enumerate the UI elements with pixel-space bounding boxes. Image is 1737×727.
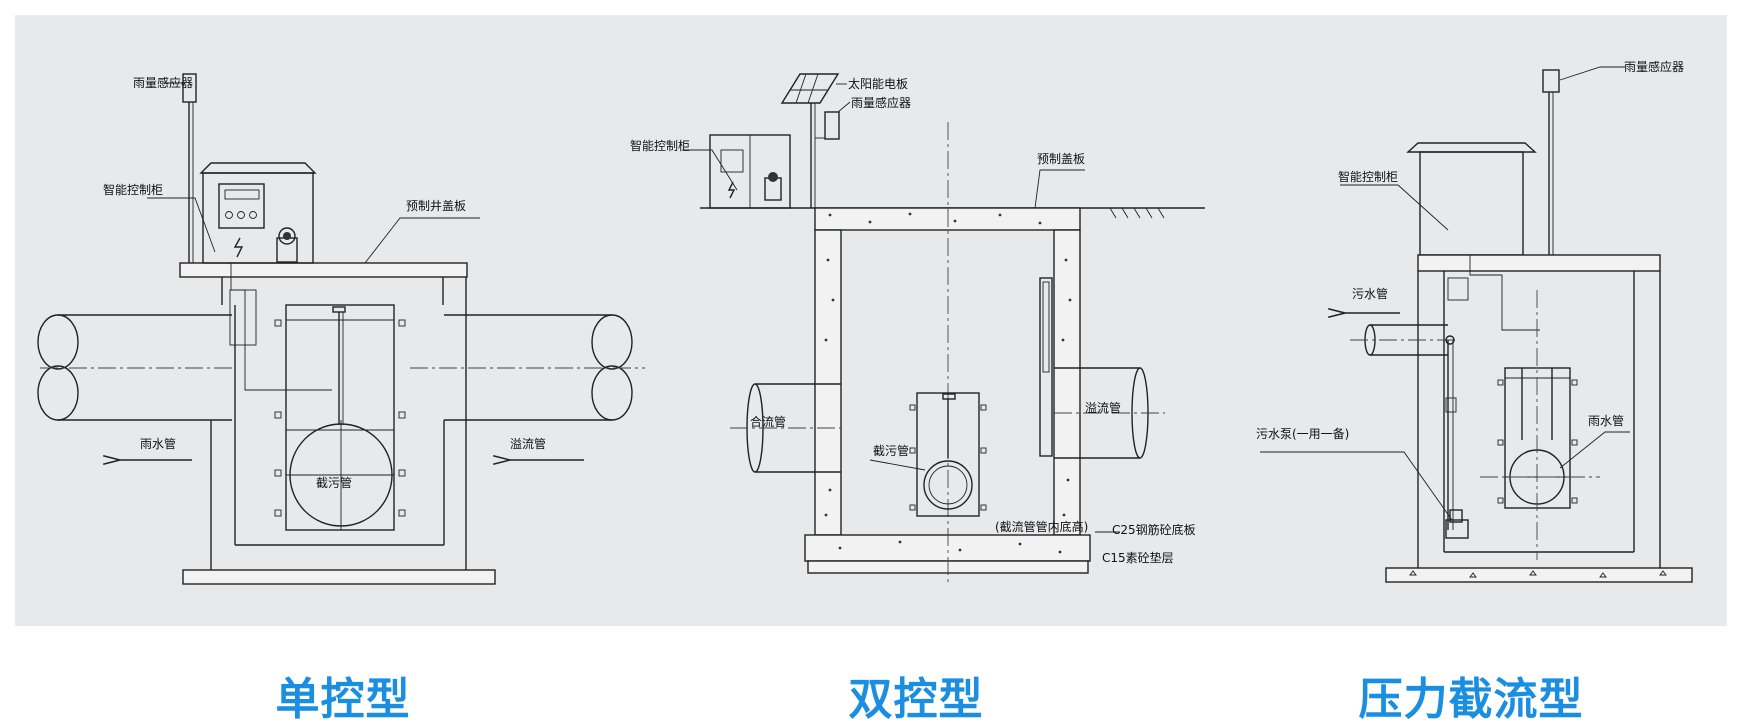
rain-sensor-icon bbox=[182, 73, 197, 263]
label-rain-sensor: 雨量感应器 bbox=[133, 75, 193, 90]
diagram-dual-control: 太阳能电板 雨量感应器 智能控制柜 预制盖板 合流管 溢流管 截污管 (截流管管… bbox=[630, 73, 1205, 582]
diagram-pressure-intercept: 雨量感应器 智能控制柜 污水管 污水泵(一用一备) 雨水管 bbox=[1256, 59, 1693, 583]
label-c25-slab: C25钢筋砼底板 bbox=[1112, 522, 1196, 537]
label-overflow-pipe: 溢流管 bbox=[510, 436, 546, 451]
caption-dual-control: 双控型 bbox=[848, 674, 984, 725]
caption-pressure-intercept: 压力截流型 bbox=[1358, 674, 1584, 725]
label-control-cabinet-2: 智能控制柜 bbox=[630, 138, 690, 153]
label-control-cabinet: 智能控制柜 bbox=[103, 182, 163, 197]
label-c15-layer: C15素砼垫层 bbox=[1102, 550, 1174, 565]
label-rain-sensor-2: 雨量感应器 bbox=[851, 95, 911, 110]
label-control-cabinet-3: 智能控制柜 bbox=[1338, 169, 1398, 184]
control-cabinet-icon bbox=[1406, 142, 1537, 256]
rain-sensor-icon bbox=[1542, 69, 1560, 255]
label-combined-pipe: 合流管 bbox=[750, 414, 786, 429]
gate-valve-icon bbox=[909, 392, 987, 517]
solar-panel-icon bbox=[780, 73, 840, 208]
drawing-panel bbox=[15, 15, 1727, 626]
control-cabinet-icon bbox=[709, 134, 791, 209]
label-sewage-pump: 污水泵(一用一备) bbox=[1256, 427, 1349, 441]
control-cabinet-icon bbox=[199, 162, 317, 264]
label-rain-sensor-3: 雨量感应器 bbox=[1624, 59, 1684, 74]
label-sewage-pipe: 污水管 bbox=[1352, 286, 1388, 301]
label-solar-panel: 太阳能电板 bbox=[848, 76, 908, 91]
gate-valve-icon bbox=[274, 304, 406, 531]
gate-valve-icon bbox=[1497, 367, 1578, 509]
caption-single-control: 单控型 bbox=[275, 674, 411, 725]
rain-sensor-icon bbox=[815, 111, 840, 140]
label-intercept-pipe: 截污管 bbox=[316, 475, 352, 490]
label-overflow-pipe-2: 溢流管 bbox=[1085, 400, 1121, 415]
label-rain-pipe: 雨水管 bbox=[140, 436, 176, 451]
pump-icon bbox=[1445, 509, 1469, 539]
label-rain-pipe-3: 雨水管 bbox=[1588, 413, 1624, 428]
diagram-single-control: 雨量感应器 智能控制柜 预制井盖板 雨水管 溢流管 截污管 bbox=[37, 73, 645, 585]
label-intercept-pipe-2: 截污管 bbox=[873, 443, 909, 458]
label-well-cover: 预制井盖板 bbox=[406, 199, 466, 213]
label-invert-note: (截流管管内底高) bbox=[995, 519, 1088, 534]
label-cover-2: 预制盖板 bbox=[1037, 152, 1085, 166]
